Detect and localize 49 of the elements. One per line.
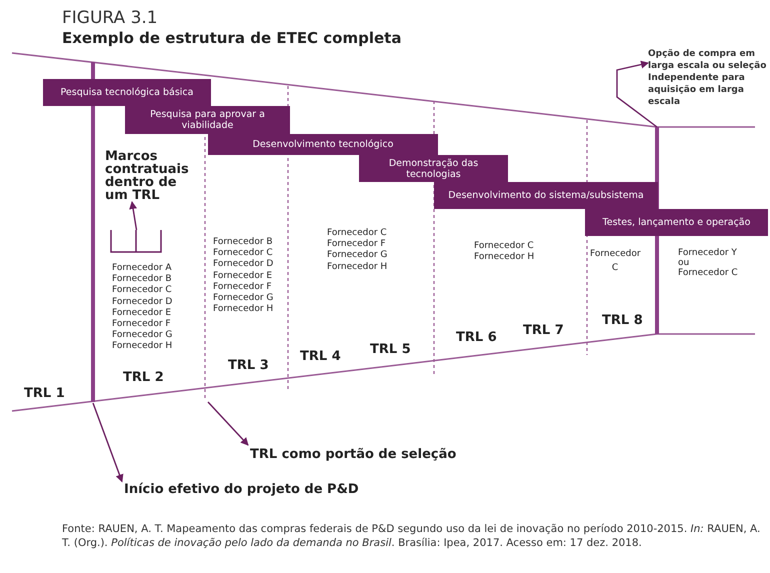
callout-text: Início efetivo do projeto de P&D	[124, 482, 374, 497]
supplier-label: Fornecedor G	[327, 250, 388, 262]
supplier-label: Fornecedor H	[327, 262, 388, 273]
supplier-label: Fornecedor C	[327, 228, 387, 239]
milestone-drawing	[110, 230, 163, 253]
figure-number: FIGURA 3.1	[62, 8, 158, 28]
supplier-label: Fornecedor E	[213, 270, 272, 282]
arrow	[129, 201, 138, 230]
trl-label: TRL 4	[300, 349, 341, 364]
supplier-label: Fornecedor C	[590, 248, 640, 275]
supplier-label: Fornecedor Y ou Fornecedor C	[678, 248, 739, 278]
supplier-label: Fornecedor B	[112, 274, 172, 285]
supplier-label: Fornecedor D	[112, 296, 172, 308]
supplier-label: Fornecedor F	[213, 282, 272, 293]
supplier-label: Fornecedor H	[213, 304, 274, 316]
arrow	[207, 402, 249, 446]
trl-label: TRL 8	[602, 313, 643, 328]
supplier-label: Fornecedor F	[327, 239, 386, 250]
figure-title: Exemplo de estrutura de ETEC completa	[62, 29, 402, 47]
arrow	[616, 60, 658, 128]
source-caption: Fonte: RAUEN, A. T. Mapeamento das compras federais de P&D segundo uso da lei de inovação no período 2010-2015. In: RAUEN, A. T. (Org.). Políticas de inovação pelo lado da demanda no Brasil. Brasília: Ipea, 2017. Acesso em: 17 dez. 2018.	[62, 522, 762, 550]
callout-text: TRL como portão de seleção	[250, 447, 500, 462]
trl-label: TRL 5	[370, 342, 411, 357]
phase-bar: Desenvolvimento tecnológico	[208, 134, 438, 155]
supplier-label: Fornecedor C	[474, 241, 534, 252]
supplier-label: Fornecedor A	[112, 263, 172, 274]
supplier-label: Fornecedor G	[213, 293, 274, 304]
supplier-label: Fornecedor F	[112, 319, 171, 330]
trl-label: TRL 6	[456, 330, 497, 345]
supplier-label: Fornecedor E	[112, 308, 172, 319]
supplier-label: Fornecedor H	[474, 252, 534, 264]
supplier-label: Fornecedor C	[112, 285, 172, 297]
callout-text: Opção de compra em larga escala ou seleção Independente para aquisição em larga escala	[648, 48, 770, 108]
supplier-label: Fornecedor H	[112, 341, 172, 353]
phase-bar: Demonstração das tecnologias	[359, 155, 508, 182]
phase-bar: Pesquisa tecnológica básica	[43, 79, 211, 106]
trl-label: TRL 2	[123, 370, 164, 385]
trl-label: TRL 1	[24, 386, 65, 401]
arrow	[92, 402, 124, 482]
annotation-text: Marcos contratuais dentro de um TRL	[105, 150, 195, 202]
phase-bar: Desenvolvimento do sistema/subsistema	[434, 182, 658, 209]
supplier-label: Fornecedor D	[213, 259, 274, 271]
supplier-label: Fornecedor B	[213, 237, 273, 248]
supplier-label: Fornecedor G	[112, 330, 172, 341]
trl-label: TRL 3	[228, 358, 269, 373]
supplier-label: Fornecedor C	[213, 248, 273, 259]
phase-bar: Testes, lançamento e operação	[585, 209, 768, 236]
phase-bar: Pesquisa para aprovar a viabilidade	[125, 106, 290, 134]
trl-label: TRL 7	[523, 323, 564, 338]
